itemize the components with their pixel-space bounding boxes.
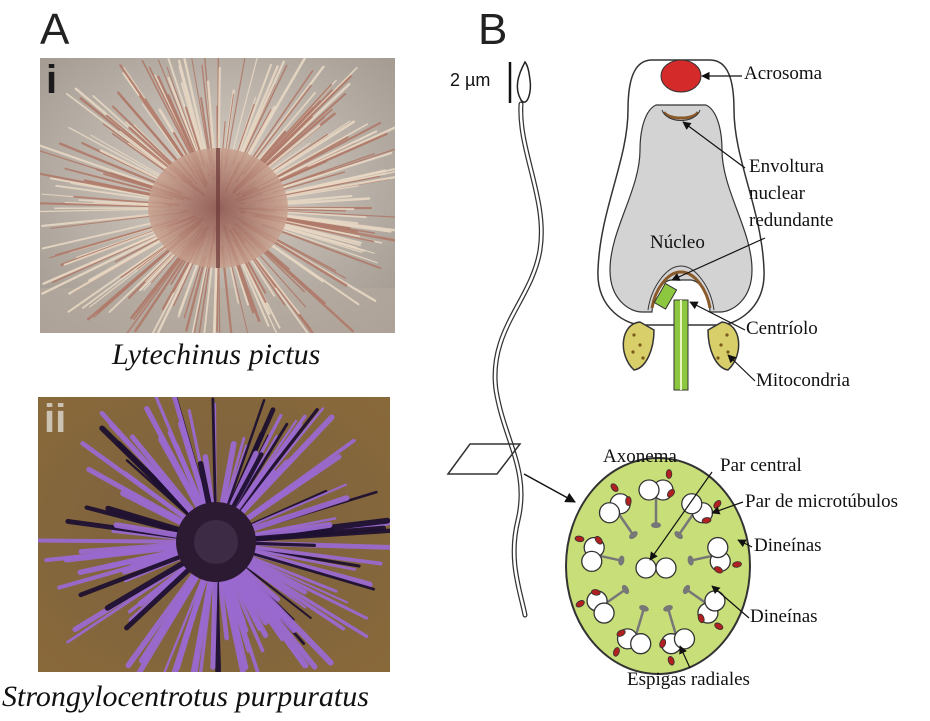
radial-spoke-head [662, 604, 673, 613]
radial-spoke-head [687, 555, 695, 566]
centriole [654, 283, 676, 309]
urchin-illustration-2 [38, 397, 390, 672]
microtubule-a [693, 503, 713, 523]
microtubule-a [618, 629, 638, 649]
label-envelope-line-3: redundante [749, 210, 833, 232]
label-envelope-line-2: nuclear [749, 183, 805, 205]
microtubule-b [639, 480, 659, 500]
radial-spoke-head [638, 604, 649, 613]
photo-strongylocentrotus-purpuratus: ii [38, 397, 390, 672]
cross-section-plane [448, 444, 520, 474]
label-centriole: Centríolo [746, 318, 818, 340]
microtubule-a [710, 551, 730, 571]
caption-lytechinus-pictus: Lytechinus pictus [112, 338, 320, 372]
dynein-arm [609, 482, 619, 492]
dynein-arm [666, 488, 676, 498]
sperm-whole [495, 62, 541, 615]
panel-letter-b: B [478, 8, 507, 52]
label-nucleus: Núcleo [650, 232, 705, 254]
radial-spoke-head [628, 530, 640, 541]
radial-spoke-head [681, 584, 691, 596]
microtubule-b [705, 591, 725, 611]
microtubule-b [674, 629, 694, 649]
dynein-arm [712, 499, 722, 509]
label-microtubule-pair: Par de microtúbulos [745, 491, 898, 513]
radial-spoke [686, 589, 711, 607]
caption-strongylocentrotus-purpuratus: Strongylocentrotus purpuratus [2, 680, 369, 714]
dynein-arm [666, 470, 672, 479]
dynein-arm [713, 622, 724, 631]
microtubule-a [610, 494, 630, 514]
radial-spoke [634, 608, 644, 641]
acrosome [661, 60, 701, 92]
scale-bar-label: 2 µm [450, 70, 490, 91]
dynein-arm [732, 561, 742, 568]
cross-section-arrow [524, 474, 575, 502]
label-envelope-line-1: Envoltura [749, 156, 824, 178]
urchin-spine [38, 540, 191, 541]
radial-spoke-head [651, 522, 661, 528]
dynein-arm [702, 517, 712, 524]
radial-spoke [691, 554, 719, 560]
dynein-arm [616, 628, 627, 637]
label-dyneins-1: Dineínas [754, 535, 822, 557]
radial-spoke-head [618, 555, 626, 566]
photo-tag-i: i [46, 60, 57, 100]
microtubule-a [661, 634, 681, 654]
dynein-arm [659, 638, 667, 648]
microtubule-b [708, 538, 728, 558]
dynein-arm [612, 647, 620, 657]
label-axoneme: Axonema [603, 446, 677, 468]
urchin-spine [213, 567, 216, 667]
photo-tag-ii: ii [44, 399, 66, 439]
axoneme-cross-section [566, 458, 750, 674]
radial-spoke [668, 608, 678, 641]
dynein-arm [697, 613, 705, 623]
mitochondria-left [623, 322, 654, 370]
microtubule-b [682, 494, 702, 514]
label-central-pair: Par central [720, 455, 802, 477]
dynein-arm [667, 656, 675, 666]
dynein-arm [594, 535, 604, 545]
radial-spoke [601, 589, 626, 607]
microtubule-a [653, 480, 673, 500]
sperm-head-detail [598, 60, 764, 390]
urchin-illustration-1 [40, 58, 395, 333]
dynein-arm [575, 599, 586, 608]
label-acrosome: Acrosoma [744, 63, 822, 85]
microtubule-b [599, 503, 619, 523]
microtubule-b [582, 551, 602, 571]
radial-spoke [593, 554, 621, 560]
photo-lytechinus-pictus: i [40, 58, 395, 333]
dynein-arm [713, 565, 724, 574]
dynein-arm [626, 497, 632, 506]
microtubule-b [594, 603, 614, 623]
dynein-arm [575, 535, 585, 542]
microtubule-b [631, 634, 651, 654]
panel-letter-a: A [40, 8, 69, 52]
microtubule-a [698, 603, 718, 623]
mitochondria-right [708, 322, 739, 370]
label-dyneins-2: Dineínas [750, 606, 818, 628]
label-mitochondria: Mitocondria [756, 370, 850, 392]
microtubule-a [584, 538, 604, 558]
radial-spoke-head [620, 584, 630, 596]
radial-spoke [679, 508, 698, 535]
microtubule-a [587, 591, 607, 611]
dynein-arm [591, 589, 601, 596]
radial-spoke [615, 508, 634, 535]
label-radial-spokes: Espigas radiales [627, 669, 750, 691]
radial-spoke-head [673, 530, 685, 541]
